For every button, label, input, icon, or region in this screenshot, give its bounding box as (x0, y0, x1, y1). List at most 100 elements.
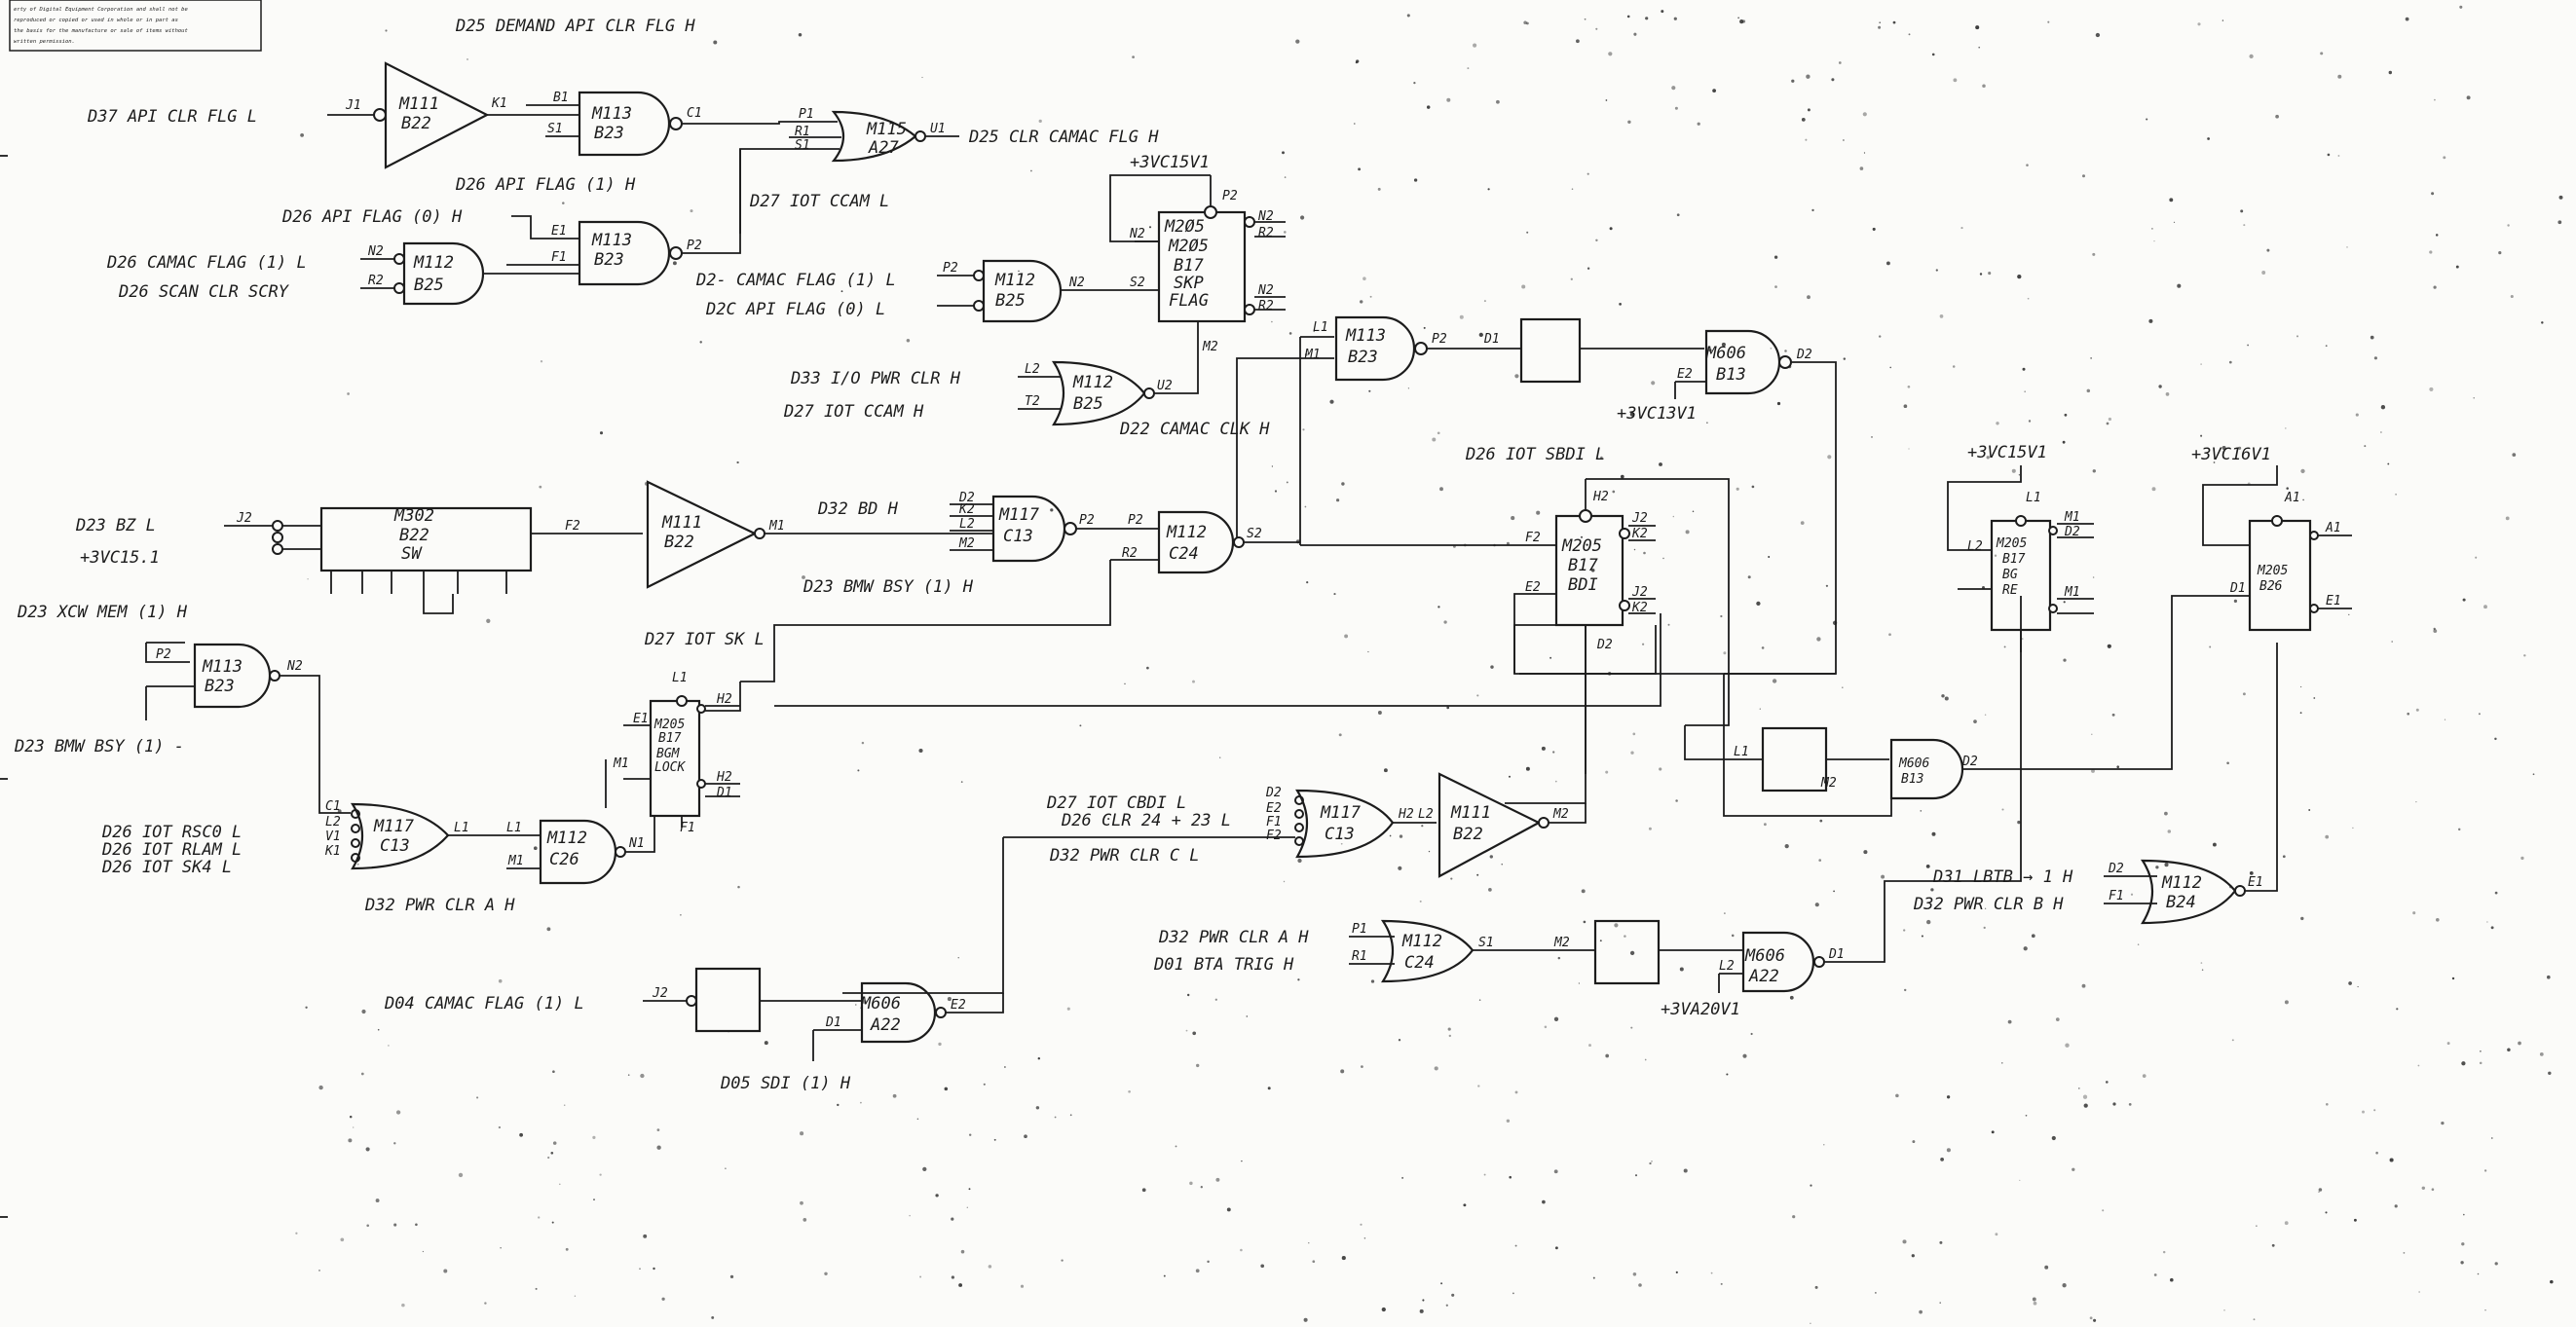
speckle (1605, 770, 1609, 774)
speckle (1931, 53, 1935, 56)
pin-label: D2 (958, 491, 975, 505)
speckle (2375, 1151, 2378, 1155)
speckle (2083, 1103, 2088, 1108)
speckle (1146, 666, 1149, 670)
speckle (2130, 893, 2134, 896)
pin-label: K2 (1631, 527, 1648, 541)
speckle (1612, 490, 1616, 494)
delay-box (694, 967, 762, 1033)
speckle (2548, 1071, 2552, 1076)
speckle (1674, 106, 1678, 110)
speckle (1336, 498, 1340, 502)
svg-text:M205: M205 (653, 718, 685, 732)
speckle (1952, 365, 1956, 368)
svg-text:B25: B25 (414, 276, 444, 295)
svg-text:M112: M112 (546, 829, 587, 848)
speckle (2421, 1186, 2426, 1191)
speckle (593, 1198, 595, 1200)
speckle (1939, 314, 1944, 318)
speckle (1185, 1029, 1188, 1032)
speckle (1271, 320, 1273, 323)
pin-label: L1 (2026, 491, 2041, 505)
speckle (2025, 1114, 2028, 1117)
speckle (550, 1151, 554, 1155)
speckle (1069, 1114, 1072, 1117)
pin-label: N2 (1257, 283, 1274, 298)
speckle (1583, 920, 1587, 924)
signal-label: +3VC15V1 (1130, 153, 1210, 172)
svg-text:B22: B22 (401, 114, 431, 133)
pin-label: P2 (1128, 513, 1143, 528)
svg-text:M117: M117 (998, 505, 1040, 525)
speckle (1124, 682, 1126, 685)
signal-label: +3VC15V1 (1967, 443, 2047, 462)
speckle (1066, 1007, 1070, 1011)
pin-label: A1 (2284, 491, 2300, 505)
speckle (1107, 818, 1110, 821)
speckle (1941, 694, 1945, 698)
speckle (2299, 712, 2302, 714)
speckle (2466, 95, 2471, 100)
svg-text:B25: B25 (1073, 394, 1103, 414)
speckle (1879, 21, 1882, 24)
speckle (2240, 209, 2244, 213)
signal-label: D23 BZ L (75, 516, 156, 535)
speckle (1789, 995, 1794, 1000)
svg-text:C13: C13 (1003, 527, 1033, 546)
speckle (2415, 708, 2419, 712)
speckle (1576, 39, 1580, 44)
speckle (1895, 1093, 1899, 1098)
speckle (1902, 1239, 1907, 1244)
svg-text:LOCK: LOCK (654, 760, 686, 775)
speckle (2546, 975, 2551, 979)
speckle (2091, 768, 2095, 773)
speckle (2081, 174, 2086, 178)
speckle (2169, 198, 2174, 203)
speckle (1338, 733, 1342, 737)
speckle (1903, 929, 1906, 932)
signal-label: +3VC13V1 (1617, 404, 1697, 424)
speckle (1595, 27, 1598, 30)
speckle (2173, 221, 2176, 223)
speckle (2106, 422, 2109, 425)
speckle (2031, 934, 2035, 939)
speckle (1750, 1032, 1753, 1036)
or-gate: M115 A27 (831, 110, 926, 163)
speckle (921, 76, 923, 79)
speckle (2313, 697, 2316, 699)
monostable-block: M302 B22 SW (319, 506, 533, 614)
speckle (802, 575, 805, 579)
speckle (1648, 827, 1652, 830)
speckle (2523, 654, 2526, 657)
pin-label: U2 (1157, 379, 1173, 393)
speckle (2024, 390, 2027, 393)
speckle (1903, 404, 1908, 409)
speckle (340, 1237, 345, 1242)
speckle (2023, 946, 2028, 951)
flip-flop: M205 B17 BDI (1554, 509, 1630, 627)
svg-text:B22: B22 (1453, 825, 1483, 844)
speckle (1554, 1246, 1558, 1250)
speckle (2063, 658, 2067, 662)
speckle (349, 1115, 353, 1119)
speckle (2226, 761, 2229, 765)
speckle (2022, 367, 2026, 371)
speckle (2249, 54, 2254, 59)
speckle (2105, 1081, 2109, 1084)
speckle (1801, 118, 1806, 122)
speckle (1818, 859, 1822, 862)
flip-flop: M205 B17 BG RE (1990, 515, 2058, 632)
svg-text:C13: C13 (1325, 825, 1355, 844)
speckle (2062, 1283, 2067, 1288)
signal-label: D2C API FLAG (0) L (705, 300, 885, 319)
speckle (2064, 413, 2068, 417)
svg-text:M606: M606 (860, 994, 901, 1014)
speckle (960, 1249, 965, 1254)
speckle (840, 290, 843, 293)
signal-label: D04 CAMAC FLAG (1) L (384, 994, 584, 1014)
nand-gate: M113 B23 (578, 91, 683, 157)
speckle (1756, 601, 1761, 607)
speckle (1908, 448, 1910, 450)
speckle (2158, 385, 2162, 388)
speckle (1978, 46, 1981, 49)
